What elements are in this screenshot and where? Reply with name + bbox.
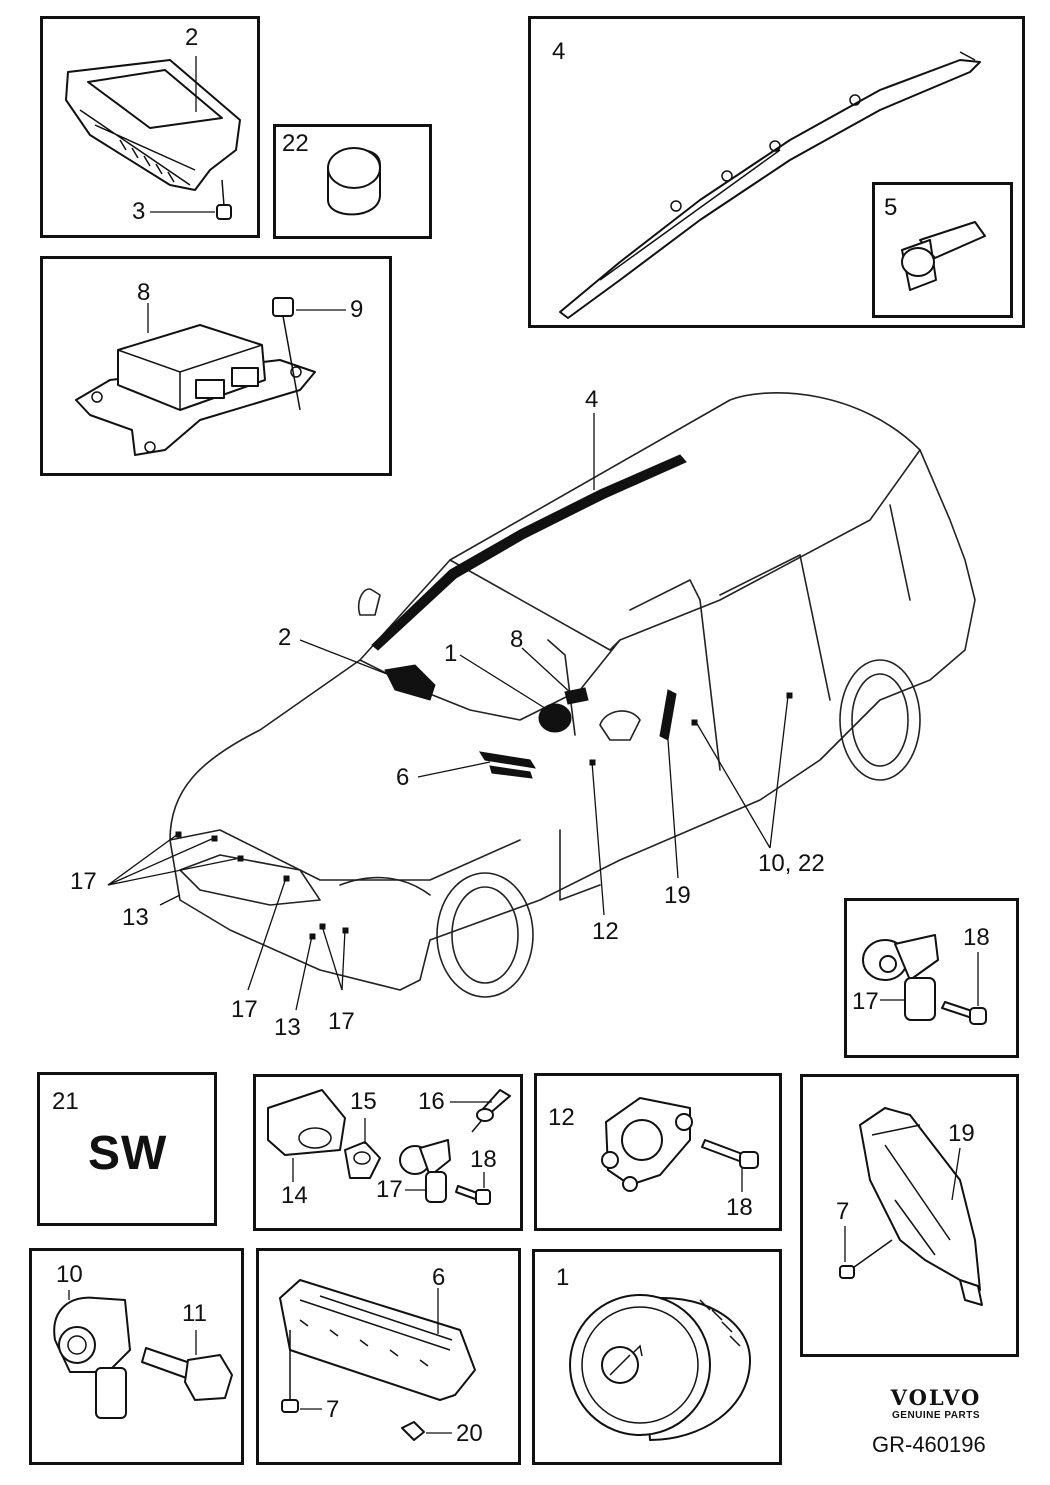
label-17-car-c: 17 bbox=[328, 1008, 355, 1035]
screw-icon bbox=[941, 952, 987, 1025]
label-20-box: 20 bbox=[456, 1420, 483, 1447]
label-12-box: 12 bbox=[548, 1104, 575, 1131]
screw-icon bbox=[455, 1172, 491, 1205]
label-19-car: 19 bbox=[664, 882, 691, 909]
sensor-icon bbox=[53, 1290, 131, 1419]
label-7-box6: 7 bbox=[326, 1396, 340, 1423]
label-5-box: 5 bbox=[884, 194, 898, 221]
label-1-box: 1 bbox=[556, 1264, 570, 1291]
label-2-car: 2 bbox=[278, 624, 292, 651]
steering-airbag-highlight bbox=[538, 703, 572, 733]
label-13-car-a: 13 bbox=[122, 904, 149, 931]
label-12-car: 12 bbox=[592, 918, 619, 945]
brand-logo: VOLVO bbox=[890, 1385, 982, 1410]
label-17-box17: 17 bbox=[852, 988, 879, 1015]
nut-icon bbox=[344, 1118, 381, 1179]
screw-icon bbox=[150, 179, 232, 220]
label-17-car-a: 17 bbox=[70, 868, 97, 895]
label-6-car: 6 bbox=[396, 764, 410, 791]
control-module-icon bbox=[75, 303, 316, 456]
label-2-box: 2 bbox=[185, 24, 199, 51]
passenger-airbag-highlight bbox=[384, 664, 436, 701]
sensor-dots bbox=[175, 692, 793, 940]
brand-tagline: GENUINE PARTS bbox=[892, 1410, 980, 1421]
curtain-airbag-highlight bbox=[371, 454, 687, 651]
curtain-airbag-icon bbox=[559, 51, 981, 319]
label-18-box12: 18 bbox=[726, 1194, 753, 1221]
screw-icon bbox=[839, 1226, 893, 1279]
label-8-box: 8 bbox=[137, 279, 151, 306]
label-16-box: 16 bbox=[418, 1088, 445, 1115]
bracket-icon bbox=[267, 1089, 346, 1182]
label-9-box: 9 bbox=[350, 296, 364, 323]
sensor-icon bbox=[862, 934, 939, 1021]
label-21-box: 21 bbox=[52, 1088, 79, 1115]
label-19-box: 19 bbox=[948, 1120, 975, 1147]
label-14-box: 14 bbox=[281, 1182, 308, 1209]
cap-icon bbox=[327, 147, 381, 216]
knee-airbag-highlight bbox=[478, 751, 537, 779]
label-10-22-car: 10, 22 bbox=[758, 850, 825, 877]
label-17-car-b: 17 bbox=[231, 996, 258, 1023]
seat-airbag-icon bbox=[859, 1107, 983, 1306]
label-8-car: 8 bbox=[510, 626, 524, 653]
steering-wheel-airbag-icon bbox=[569, 1294, 751, 1441]
label-6-box: 6 bbox=[432, 1264, 446, 1291]
label-7-box19: 7 bbox=[836, 1198, 850, 1225]
knee-airbag-icon bbox=[279, 1279, 476, 1401]
label-15-box: 15 bbox=[350, 1088, 377, 1115]
screw-icon bbox=[281, 1330, 322, 1413]
label-4-car: 4 bbox=[585, 386, 599, 413]
screw-icon bbox=[272, 297, 346, 411]
screw-icon bbox=[701, 1139, 759, 1192]
label-3-box: 3 bbox=[132, 198, 146, 225]
sensor-icon bbox=[601, 1097, 693, 1192]
label-22-box: 22 bbox=[282, 130, 309, 157]
label-11-box: 11 bbox=[182, 1300, 207, 1327]
label-17-box14: 17 bbox=[376, 1176, 403, 1203]
clip-icon bbox=[401, 1421, 452, 1441]
diagram-reference: GR-460196 bbox=[872, 1432, 986, 1457]
label-13-car-b: 13 bbox=[274, 1014, 301, 1041]
label-10-box: 10 bbox=[56, 1261, 83, 1288]
seat-airbag-highlight bbox=[659, 689, 677, 741]
label-1-car: 1 bbox=[444, 640, 458, 667]
label-18-box17: 18 bbox=[963, 924, 990, 951]
flange-bolt-icon bbox=[141, 1330, 233, 1401]
flange-bolt-icon bbox=[901, 221, 986, 291]
label-4-box: 4 bbox=[552, 38, 566, 65]
sensor-icon bbox=[399, 1139, 451, 1203]
passenger-airbag-icon bbox=[65, 56, 241, 191]
label-18-box14: 18 bbox=[470, 1146, 497, 1173]
panel-software bbox=[37, 1072, 217, 1226]
software-icon: SW bbox=[88, 1127, 168, 1180]
car-leader-lines bbox=[107, 413, 789, 1011]
rivet-icon bbox=[450, 1089, 511, 1133]
